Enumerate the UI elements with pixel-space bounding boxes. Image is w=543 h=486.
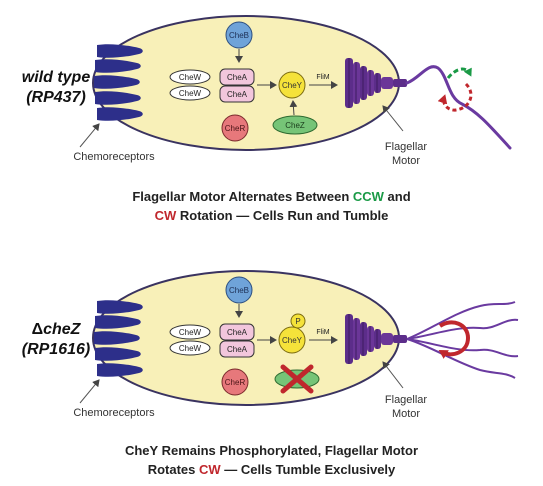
motor-pointer [382,361,404,389]
chez-label: CheZ [285,121,305,130]
cher-label: CheR [225,124,246,133]
chew-label: CheW [179,328,202,337]
chew-label: CheW [179,73,202,82]
caption-line1: Flagellar Motor Alternates Between CCW a… [0,187,543,206]
cw-text: CW [199,462,221,477]
chew-protein [169,340,211,356]
phosphate-group [290,313,306,329]
caption-line1: CheY Remains Phosphorylated, Flagellar M… [124,443,419,458]
motor-label-line2: Motor [392,155,420,167]
chey-label: CheY [282,81,303,90]
chea-protein [219,323,255,341]
cheb-label: CheB [229,286,249,295]
chemoreceptors-label: Chemoreceptors [73,151,155,163]
chew-protein [169,69,211,85]
panel-wild-type: CheB CheW CheW CheA CheA CheY CheZ FliM … [73,15,512,167]
phosphate-label: P [295,317,300,326]
flagellum [406,338,519,358]
chea-label: CheA [227,90,248,99]
chew-label: CheW [179,89,202,98]
flagellum [406,318,519,340]
cher-protein [221,114,249,142]
cher-protein [221,368,249,396]
panel-chez-mutant: CheB CheW CheW CheA CheA CheY P FliM Che… [73,270,519,420]
chemoreceptors-label: Chemoreceptors [73,407,155,419]
flagellum [406,338,516,379]
caption-text: Flagellar Motor Alternates Between [132,189,353,204]
strain-label-wild-type: wild type (RP437) [6,68,106,108]
deletion-cross-icon [280,364,314,394]
motor-label-line2: Motor [392,408,420,420]
chea-protein [219,340,255,358]
flagellum [406,301,516,340]
chemoreceptor-pointer [79,123,100,148]
motor-label-line1: Flagellar [385,141,428,153]
motor-label-line1: Flagellar [385,394,428,406]
caption-chez: CheY Remains Phosphorylated, Flagellar M… [0,441,543,479]
chey-label: CheY [282,336,303,345]
flagellum [405,65,512,150]
cheb-protein [225,276,253,304]
chey-protein [278,326,306,354]
caption-text: and [383,189,411,204]
flim-label: FliM [316,329,329,336]
chez-protein [272,115,318,135]
chea-label: CheA [227,73,248,82]
flim-label: FliM [316,74,329,81]
strain-label-chez: ΔcheZ (RP1616) [6,320,106,360]
strain-id: (RP437) [26,89,86,106]
cw-rotation-arrow [437,82,473,112]
chea-protein [219,85,255,103]
caption-line2: CW Rotation — Cells Run and Tumble [0,206,543,225]
chea-protein [219,68,255,86]
ccw-text: CCW [352,189,384,204]
chea-label: CheA [227,345,248,354]
cheb-label: CheB [229,31,249,40]
cw-text: CW [154,208,177,223]
motor-pointer [382,105,404,132]
cher-label: CheR [225,378,246,387]
chew-protein [169,324,211,340]
chey-protein [278,71,306,99]
strain-name: wild type [21,69,91,86]
cw-rotation-arrow [438,320,471,359]
caption-text: Rotates [147,462,199,477]
caption-wild-type: Flagellar Motor Alternates Between CCW a… [0,187,543,225]
chemoreceptor-pointer [79,379,100,404]
ccw-rotation-arrow [446,67,472,79]
chez-arrow [289,100,298,116]
caption-text: Rotation — Cells Run and Tumble [176,208,389,223]
delta-symbol: Δ [31,321,44,338]
strain-name: ΔcheZ [6,320,106,340]
chew-label: CheW [179,344,202,353]
chew-protein [169,85,211,101]
caption-line2: Rotates CW — Cells Tumble Exclusively [0,460,543,479]
cheb-protein [225,21,253,49]
strain-gene: cheZ [43,321,81,338]
chea-label: CheA [227,328,248,337]
strain-id: (RP1616) [21,341,91,358]
flagella-bundle [406,301,519,379]
caption-text: — Cells Tumble Exclusively [220,462,396,477]
